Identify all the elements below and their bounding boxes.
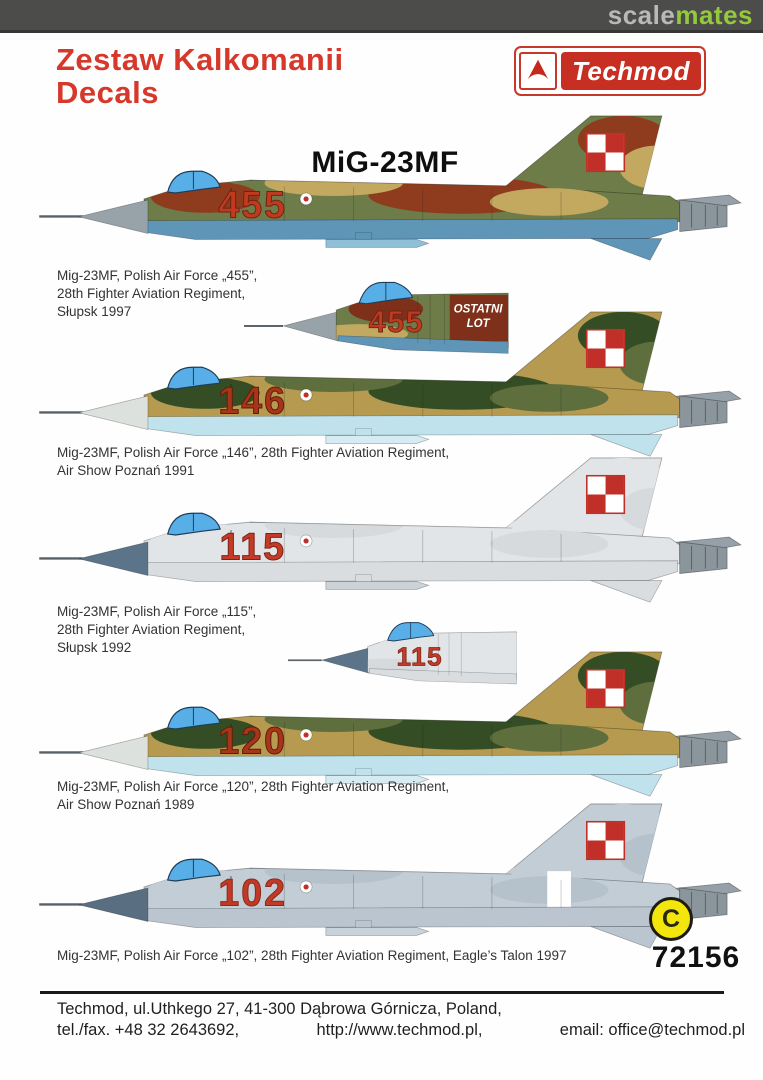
caption-line: 28th Fighter Aviation Regiment, bbox=[57, 285, 246, 301]
nose-detail-115: 115 bbox=[288, 598, 518, 694]
techmod-eagle-box bbox=[519, 52, 557, 90]
nose-inscription-line1: OSTATNI bbox=[454, 304, 504, 316]
techmod-wordmark: Techmod bbox=[561, 52, 701, 90]
footer-contacts: tel./fax. +48 32 2643692, http://www.tec… bbox=[57, 1021, 745, 1040]
nose-tactical-number: 115 bbox=[397, 642, 444, 672]
airframe-art bbox=[39, 458, 741, 602]
tactical-number-2: 146 bbox=[218, 380, 287, 422]
caption-profile-4: Mig-23MF, Polish Air Force „120”, 28th F… bbox=[57, 778, 449, 814]
footer-email[interactable]: email: office@techmod.pl bbox=[559, 1021, 745, 1039]
techmod-logo: Techmod bbox=[514, 46, 706, 96]
copyright-letter: C bbox=[661, 904, 681, 933]
caption-profile-3: Mig-23MF, Polish Air Force „115”, 28th F… bbox=[57, 603, 256, 657]
airframe-art bbox=[39, 652, 741, 796]
caption-profile-1: Mig-23MF, Polish Air Force „455”, 28th F… bbox=[57, 267, 257, 321]
techmod-eagle-icon bbox=[527, 59, 549, 80]
copyright-badge: C bbox=[649, 897, 693, 941]
tactical-number-4: 120 bbox=[218, 720, 287, 762]
airframe-art bbox=[39, 312, 741, 456]
caption-profile-5: Mig-23MF, Polish Air Force „102”, 28th F… bbox=[57, 947, 567, 965]
footer-divider bbox=[40, 991, 724, 994]
caption-line: Mig-23MF, Polish Air Force „455”, bbox=[57, 268, 258, 283]
footer-website[interactable]: http://www.techmod.pl, bbox=[316, 1021, 483, 1039]
sheet-title-line2: Decals bbox=[56, 74, 159, 110]
caption-profile-2: Mig-23MF, Polish Air Force „146”, 28th F… bbox=[57, 444, 449, 480]
product-number: 72156 bbox=[651, 941, 741, 974]
caption-line: Mig-23MF, Polish Air Force „102”, 28th F… bbox=[57, 948, 567, 963]
aircraft-profile-5: 102 bbox=[36, 798, 760, 968]
footer-address: Techmod, ul.Uthkego 27, 41-300 Dąbrowa G… bbox=[57, 1000, 502, 1018]
caption-line: Słupsk 1997 bbox=[57, 303, 132, 319]
nose-detail-455: 455 OSTATNI LOT bbox=[244, 254, 510, 365]
scalemates-logo-mates: mates bbox=[675, 0, 753, 30]
nose-tactical-number: 455 bbox=[369, 306, 425, 339]
tactical-number-1: 455 bbox=[218, 184, 287, 226]
aircraft-profile-4: 120 bbox=[36, 646, 760, 816]
tactical-number-5: 102 bbox=[218, 872, 287, 914]
caption-line: Mig-23MF, Polish Air Force „115”, bbox=[57, 604, 257, 619]
nose-inscription-line2: LOT bbox=[467, 318, 491, 330]
caption-line: Air Show Poznań 1989 bbox=[57, 796, 195, 812]
sheet-title-line1: Zestaw Kalkomanii bbox=[56, 42, 344, 77]
caption-line: Słupsk 1992 bbox=[57, 639, 132, 655]
aircraft-profile-2: 146 bbox=[36, 306, 760, 476]
caption-line: 28th Fighter Aviation Regiment, bbox=[57, 621, 246, 637]
airframe-art bbox=[39, 804, 741, 948]
caption-line: Mig-23MF, Polish Air Force „120”, 28th F… bbox=[57, 779, 450, 794]
sheet-title: Zestaw Kalkomanii Decals bbox=[56, 42, 344, 110]
model-heading: MiG-23MF bbox=[311, 146, 459, 179]
caption-line: Air Show Poznań 1991 bbox=[57, 462, 195, 478]
scalemates-logo-scale: scale bbox=[607, 0, 676, 30]
footer-telfax: tel./fax. +48 32 2643692, bbox=[57, 1021, 240, 1039]
airframe-art bbox=[39, 116, 741, 260]
aircraft-profile-3: 115 bbox=[36, 452, 760, 622]
tactical-number-3: 115 bbox=[219, 526, 286, 568]
caption-line: Mig-23MF, Polish Air Force „146”, 28th F… bbox=[57, 445, 450, 460]
aircraft-profile-1: 455 bbox=[36, 110, 760, 280]
